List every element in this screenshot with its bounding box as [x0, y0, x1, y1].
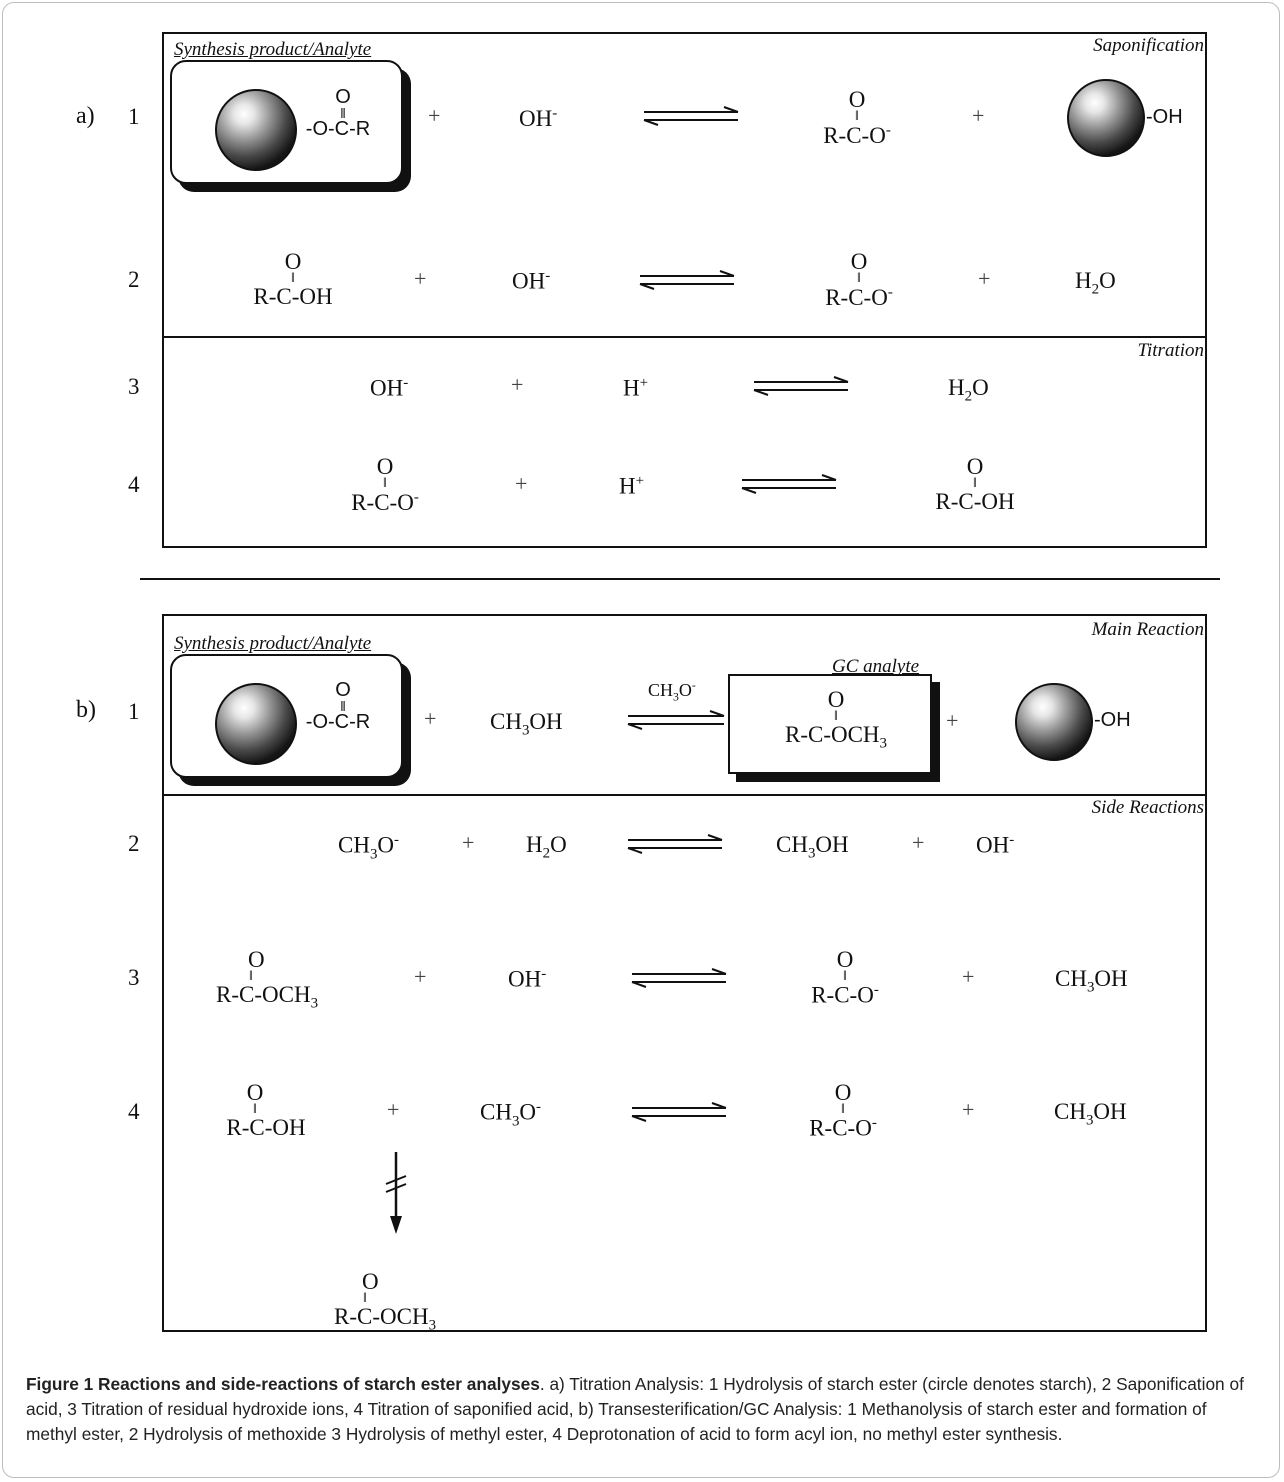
proton: H+	[619, 473, 645, 499]
plus-sign: +	[515, 471, 528, 496]
equilibrium-arrow-icon	[741, 474, 837, 494]
row-number-b4: 4	[128, 1099, 140, 1124]
synthesis-product-label-b: Synthesis product/Analyte	[174, 633, 372, 654]
section-label-main-reaction: Main Reaction	[1091, 619, 1204, 640]
methanol: CH3OH	[490, 709, 563, 739]
section-label-titration: Titration	[1137, 340, 1204, 361]
starch-circle-icon	[1067, 79, 1145, 157]
panel-a-label: a)	[76, 103, 95, 129]
methoxide: CH3O-	[338, 832, 400, 863]
plus-sign: +	[912, 830, 925, 855]
equilibrium-arrow-icon	[631, 968, 727, 988]
ester-group-text: -O-C-R	[305, 118, 371, 140]
water: H2O	[526, 832, 567, 862]
acid-a2: O‖R-C-OH	[253, 249, 333, 309]
row-number-b2: 2	[128, 831, 140, 856]
row-number-a1: 1	[128, 104, 140, 129]
water: H2O	[948, 375, 989, 405]
starch-circle-icon	[215, 683, 297, 765]
acyl-oxygen: O	[335, 86, 351, 108]
figure-caption: Figure 1 Reactions and side-reactions of…	[26, 1372, 1262, 1447]
plus-sign: +	[414, 964, 427, 989]
plus-sign: +	[962, 1097, 975, 1122]
equilibrium-arrow-icon	[643, 106, 739, 126]
plus-sign: +	[511, 372, 524, 397]
hydroxide-ion: OH-	[508, 966, 547, 992]
blocked-reaction-arrow-icon	[385, 1152, 407, 1234]
methyl-ester-product: O‖R-C-OCH3	[784, 687, 888, 752]
acid-a4: O‖R-C-OH	[935, 454, 1015, 514]
equilibrium-arrow-icon	[639, 270, 735, 290]
starch-ester-group: O ‖ -O-C-R	[296, 87, 380, 139]
carboxylate-a4: O‖R-C-O-	[351, 454, 419, 515]
carboxylate-b3: O‖R-C-O-	[811, 947, 879, 1008]
methanol: CH3OH	[1055, 966, 1128, 996]
side-reactions-box	[162, 794, 1207, 1332]
row-number-b3: 3	[128, 965, 140, 990]
row-number-a2: 2	[128, 267, 140, 292]
water: H2O	[1075, 268, 1116, 298]
plus-sign: +	[978, 266, 991, 291]
plus-sign: +	[414, 266, 427, 291]
starch-ester-group: O ‖ -O-C-R	[305, 679, 371, 733]
section-label-side-reactions: Side Reactions	[1091, 797, 1204, 818]
methyl-ester-b3: O‖R-C-OCH3	[216, 947, 319, 1012]
plus-sign: +	[462, 830, 475, 855]
equilibrium-arrow-icon	[753, 376, 849, 396]
methyl-ester-not-formed: O‖R-C-OCH3	[334, 1269, 437, 1334]
gc-analyte-box	[728, 674, 932, 774]
caption-title: Figure 1 Reactions and side-reactions of…	[26, 1374, 540, 1394]
hydroxide-ion: OH-	[519, 105, 558, 131]
starch-hydroxyl: -OH	[1146, 106, 1183, 128]
double-bond: ‖	[340, 105, 346, 121]
panel-divider	[140, 578, 1220, 580]
carboxylate-a2: O‖R-C-O-	[825, 249, 893, 310]
starch-circle-icon	[215, 89, 297, 171]
gc-analyte-label: GC analyte	[832, 656, 920, 677]
methoxide-catalyst-label: CH3O-	[648, 679, 696, 704]
starch-hydroxyl: -OH	[1094, 709, 1131, 731]
plus-sign: +	[972, 103, 985, 128]
equilibrium-arrow-icon	[631, 1102, 727, 1122]
row-number-a3: 3	[128, 374, 140, 399]
plus-sign: +	[946, 708, 959, 733]
hydroxide-ion: OH-	[976, 832, 1015, 858]
methanol: CH3OH	[1054, 1099, 1127, 1129]
proton: H+	[623, 375, 649, 401]
caption-text: . a) Titration Analysis: 1 Hydrolysis of…	[26, 1374, 1244, 1444]
carboxylate-b4: O‖R-C-O-	[809, 1080, 877, 1141]
starch-circle-icon	[1015, 683, 1093, 761]
equilibrium-arrow-icon	[627, 834, 723, 854]
carboxylate-a1: O‖R-C-O-	[823, 87, 891, 148]
synthesis-product-label-a: Synthesis product/Analyte	[174, 39, 372, 60]
row-number-a4: 4	[128, 472, 140, 497]
section-label-saponification: Saponification	[1093, 35, 1204, 56]
methoxide: CH3O-	[480, 1099, 542, 1130]
panel-b-label: b)	[76, 697, 96, 723]
titration-box	[162, 336, 1207, 548]
hydroxide-ion: OH-	[512, 268, 551, 294]
plus-sign: +	[962, 964, 975, 989]
acid-b4: O‖R-C-OH	[226, 1080, 306, 1140]
row-number-b1: 1	[128, 699, 140, 724]
hydroxide-ion: OH-	[370, 375, 409, 401]
plus-sign: +	[387, 1097, 400, 1122]
methanol: CH3OH	[776, 832, 849, 862]
plus-sign: +	[428, 103, 441, 128]
equilibrium-arrow-icon	[627, 710, 725, 730]
plus-sign: +	[424, 706, 437, 731]
